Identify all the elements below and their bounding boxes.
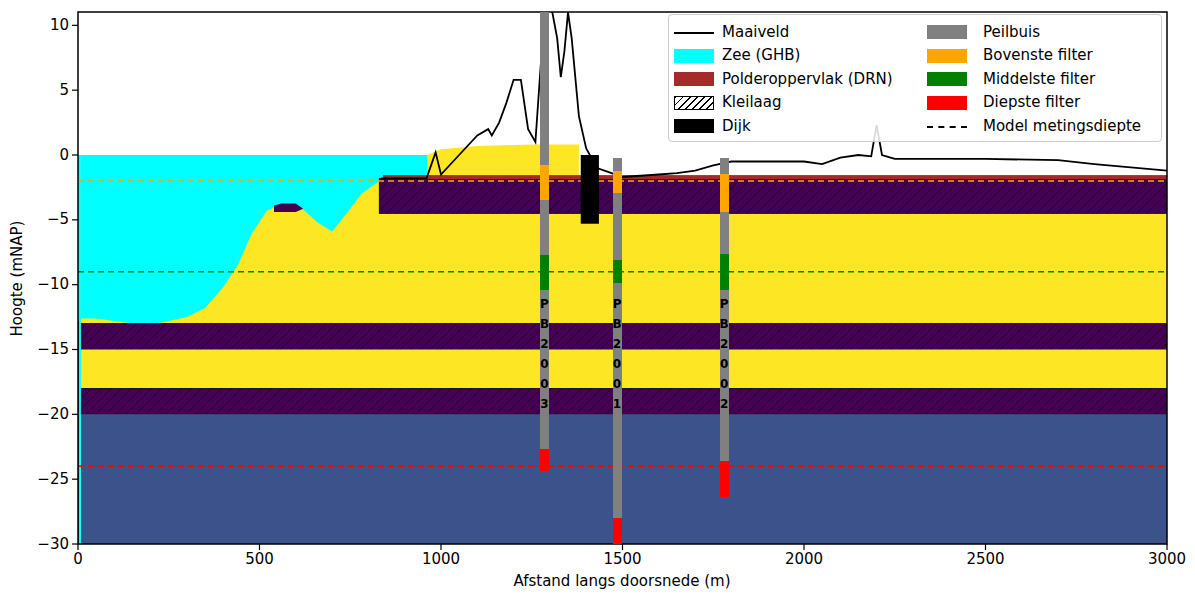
legend-box: MaaiveldZee (GHB) Polderoppervlak (DRN) Kl…: [668, 14, 1162, 142]
clay-patch: [274, 204, 303, 213]
legend-swatch: [674, 72, 714, 86]
legend-line-sample: [927, 126, 967, 128]
clay-layer: [379, 178, 1167, 213]
middle-filter: [720, 254, 729, 290]
tick-label: 5: [59, 83, 69, 98]
plot-area: [78, 12, 1167, 544]
legend-label: Dijk: [722, 119, 751, 134]
tick-mark: [72, 479, 78, 480]
legend-label: Bovenste filter: [983, 48, 1093, 63]
clay-hatch: [81, 388, 1167, 414]
plot-frame: [78, 12, 1167, 544]
tick-mark: [77, 544, 78, 550]
piezometer-tube: PB2003: [540, 12, 549, 471]
tick-label: −10: [37, 277, 69, 292]
legend-swatch: [927, 72, 967, 86]
clay-layer: [81, 324, 1167, 350]
legend-swatch: [674, 49, 714, 63]
tick-mark: [72, 349, 78, 350]
tick-mark: [72, 90, 78, 91]
aquifer-layer: [81, 350, 1167, 389]
tick-label: −15: [37, 342, 69, 357]
tick-label: 1500: [603, 552, 641, 567]
legend-swatch: [927, 25, 967, 39]
clay-hatch: [379, 178, 1167, 213]
upper-filter: [720, 174, 729, 212]
deep-aquifer: [81, 414, 1167, 544]
tick-label: −5: [47, 212, 69, 227]
tick-mark: [72, 219, 78, 220]
tick-label: −25: [37, 472, 69, 487]
tick-mark: [72, 154, 78, 155]
polder-drain: [383, 175, 1167, 179]
measurement-depth-line: [78, 465, 1167, 467]
legend-swatch: [674, 119, 714, 133]
upper-filter: [613, 171, 622, 193]
tick-label: 0: [73, 552, 83, 567]
legend-label: Maaiveld: [722, 25, 789, 40]
tick-label: 2500: [966, 552, 1004, 567]
legend-label: Model metingsdiepte: [983, 119, 1141, 134]
tick-label: −20: [37, 407, 69, 422]
legend-label: Polderoppervlak (DRN): [722, 72, 893, 87]
clay-hatch: [81, 324, 1167, 350]
ground-surface-line: [381, 12, 1167, 178]
tick-mark: [72, 414, 78, 415]
tick-label: 10: [50, 18, 69, 33]
piezometer-label: PB2003: [538, 294, 550, 414]
clay-layer: [81, 388, 1167, 414]
tick-label: 3000: [1148, 552, 1186, 567]
piezometer-tube: PB2002: [720, 158, 729, 498]
piezometer-label: PB2001: [611, 294, 623, 414]
piezometer-tube: PB2001: [613, 158, 622, 544]
middle-filter: [540, 255, 549, 290]
tick-mark: [259, 544, 260, 550]
upper-filter: [540, 165, 549, 200]
legend-label: Middelste filter: [983, 72, 1095, 87]
deep-filter: [540, 449, 549, 471]
tick-mark: [985, 544, 986, 550]
tick-mark: [72, 543, 78, 544]
tick-label: 1000: [422, 552, 460, 567]
axis-title: Hoogte (mNAP): [11, 220, 26, 336]
legend-label: Zee (GHB): [722, 48, 800, 63]
measurement-depth-line: [78, 271, 1167, 273]
tick-mark: [622, 544, 623, 550]
middle-filter: [613, 260, 622, 283]
legend-label: Peilbuis: [983, 25, 1040, 40]
legend-swatch: [927, 49, 967, 63]
legend-line-sample: [674, 32, 714, 34]
tick-mark: [440, 544, 441, 550]
tick-mark: [1166, 544, 1167, 550]
tick-label: −30: [37, 537, 69, 552]
measurement-depth-line: [78, 180, 1167, 182]
legend-swatch: [927, 96, 967, 110]
deep-filter: [720, 461, 729, 497]
axis-title: Afstand langs doorsnede (m): [513, 574, 730, 589]
tick-label: 2000: [785, 552, 823, 567]
tick-mark: [72, 25, 78, 26]
piezometer-label: PB2002: [718, 294, 730, 414]
dune-sand: [427, 145, 579, 179]
tick-label: 0: [59, 148, 69, 163]
tick-mark: [803, 544, 804, 550]
tick-mark: [72, 284, 78, 285]
legend-label: Kleilaag: [722, 95, 781, 110]
legend-label: Diepste filter: [983, 95, 1080, 110]
tick-label: 500: [245, 552, 274, 567]
legend-hatch-sample: [674, 96, 714, 110]
deep-filter: [613, 518, 622, 544]
